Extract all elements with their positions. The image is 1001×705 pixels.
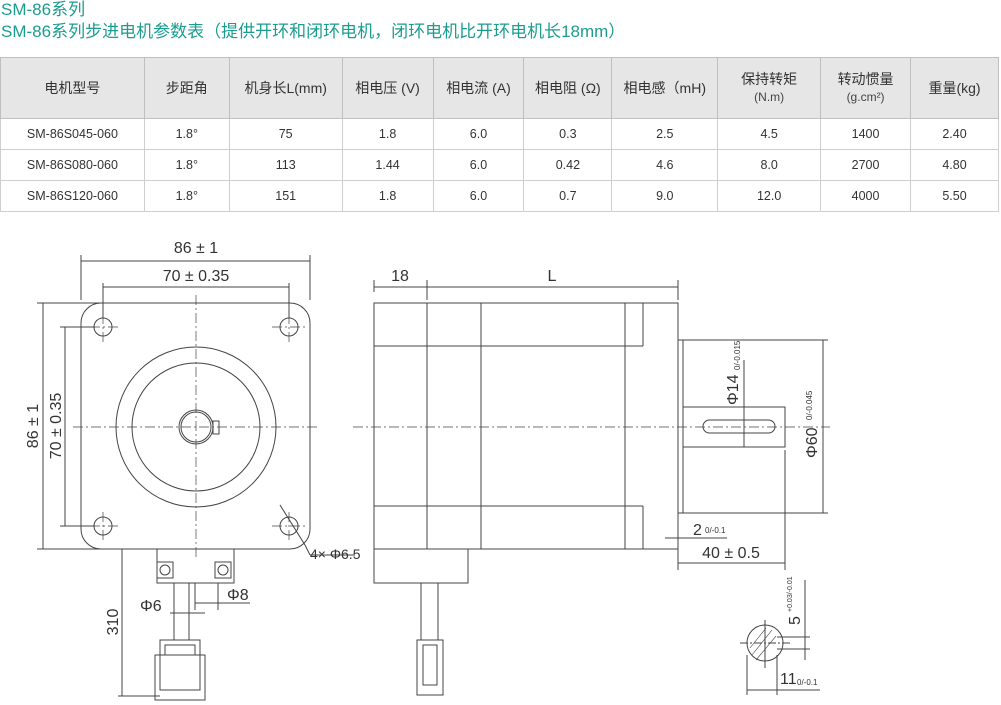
dim-shaft-diameter: Φ14: [725, 374, 742, 405]
table-cell: SM-86S080-060: [0, 149, 145, 181]
dim-hole-span: 70 ± 0.35: [163, 268, 230, 285]
encoder-box: [373, 548, 469, 584]
dim-shaft-tolerance: 0/-0.015: [733, 340, 742, 370]
column-header-label: 相电感（mH): [623, 80, 706, 96]
table-cell: 2.5: [611, 118, 719, 150]
dim-shaft-length: 40 ± 0.5: [702, 545, 760, 562]
table-cell: 0.7: [523, 180, 613, 212]
dim-pilot-tolerance: 0/-0.045: [805, 390, 814, 420]
dim-18: 18: [391, 268, 409, 285]
column-header-label: 相电流 (A): [446, 80, 511, 96]
table-caption: SM-86系列步进电机参数表（提供开环和闭环电机，闭环电机比开环电机长18mm）: [1, 22, 626, 41]
dim-holes: 4× Φ6.5: [310, 546, 361, 562]
column-header: 相电感（mH): [611, 57, 719, 119]
dim-L: L: [548, 268, 557, 285]
column-header-label: 转动惯量: [837, 71, 894, 87]
column-header: 电机型号: [0, 57, 145, 119]
dim-key-depth-tol: 0/-0.1: [797, 678, 818, 687]
pilot-boss: [677, 339, 684, 514]
motor-body: [373, 302, 679, 550]
column-header-label: 相电阻 (Ω): [535, 80, 601, 96]
table-cell: 113: [228, 149, 343, 181]
table-cell: SM-86S120-060: [0, 180, 145, 212]
dim-key-width: 5: [787, 616, 804, 625]
table-header-row: 电机型号 步距角 机身长L(mm) 相电压 (V) 相电流 (A) 相电阻 (Ω) 相电感（…: [0, 57, 999, 119]
column-header: 转动惯量 (g.cm²): [820, 57, 912, 119]
dim-cable-length: 310: [105, 609, 122, 636]
dim-pilot-height: 2: [693, 522, 702, 539]
dim-key-depth: 11: [780, 671, 797, 688]
column-header: 相电流 (A): [432, 57, 525, 119]
column-header-label: 步距角: [165, 80, 208, 96]
dim-front-width: 86 ± 1: [174, 240, 218, 257]
dim-cable-d1: Φ6: [140, 598, 162, 615]
parameter-table: 电机型号 步距角 机身长L(mm) 相电压 (V) 相电流 (A) 相电阻 (Ω) 相电感（…: [0, 57, 999, 212]
table-cell: 1400: [820, 118, 912, 150]
column-header: 重量(kg): [910, 57, 999, 119]
side-view: [373, 280, 828, 696]
dim-cable-d2: Φ8: [227, 587, 249, 604]
key-slot: [702, 419, 776, 434]
table-cell: 6.0: [432, 180, 525, 212]
column-header-label: 重量(kg): [928, 80, 981, 96]
dim-hole-span-vertical: 70 ± 0.35: [48, 393, 65, 460]
table-cell: 1.8°: [143, 180, 230, 212]
column-header-label: 机身长L(mm): [244, 80, 327, 96]
table-cell: 12.0: [717, 180, 822, 212]
column-header-label: 保持转矩: [741, 71, 798, 87]
dim-pilot-height-tol: 0/-0.1: [705, 526, 726, 535]
table-cell: 9.0: [611, 180, 719, 212]
column-header-unit: (N.m): [754, 90, 785, 104]
table-cell: 5.50: [910, 180, 999, 212]
table-cell: 4.6: [611, 149, 719, 181]
table-cell: 1.8: [341, 118, 434, 150]
front-view: [37, 255, 830, 701]
shaft: [682, 406, 786, 448]
column-header: 相电压 (V): [341, 57, 434, 119]
table-cell: 4000: [820, 180, 912, 212]
table-cell: 0.3: [523, 118, 613, 150]
table-cell: 1.8: [341, 180, 434, 212]
dim-pilot-diameter: Φ60: [804, 427, 821, 458]
column-header-label: 相电压 (V): [355, 80, 420, 96]
series-title: SM-86系列: [1, 0, 86, 19]
dim-key-width-tol: +0.03/-0.01: [787, 576, 794, 612]
table-cell: 4.80: [910, 149, 999, 181]
column-header: 相电阻 (Ω): [523, 57, 613, 119]
dim-front-height: 86 ± 1: [25, 404, 42, 448]
table-cell: 6.0: [432, 149, 525, 181]
column-header: 步距角: [143, 57, 230, 119]
column-header-unit: (g.cm²): [846, 90, 885, 104]
column-header: 机身长L(mm): [228, 57, 343, 119]
table-cell: 151: [228, 180, 343, 212]
table-cell: 4.5: [717, 118, 822, 150]
column-header-label: 电机型号: [44, 80, 101, 96]
